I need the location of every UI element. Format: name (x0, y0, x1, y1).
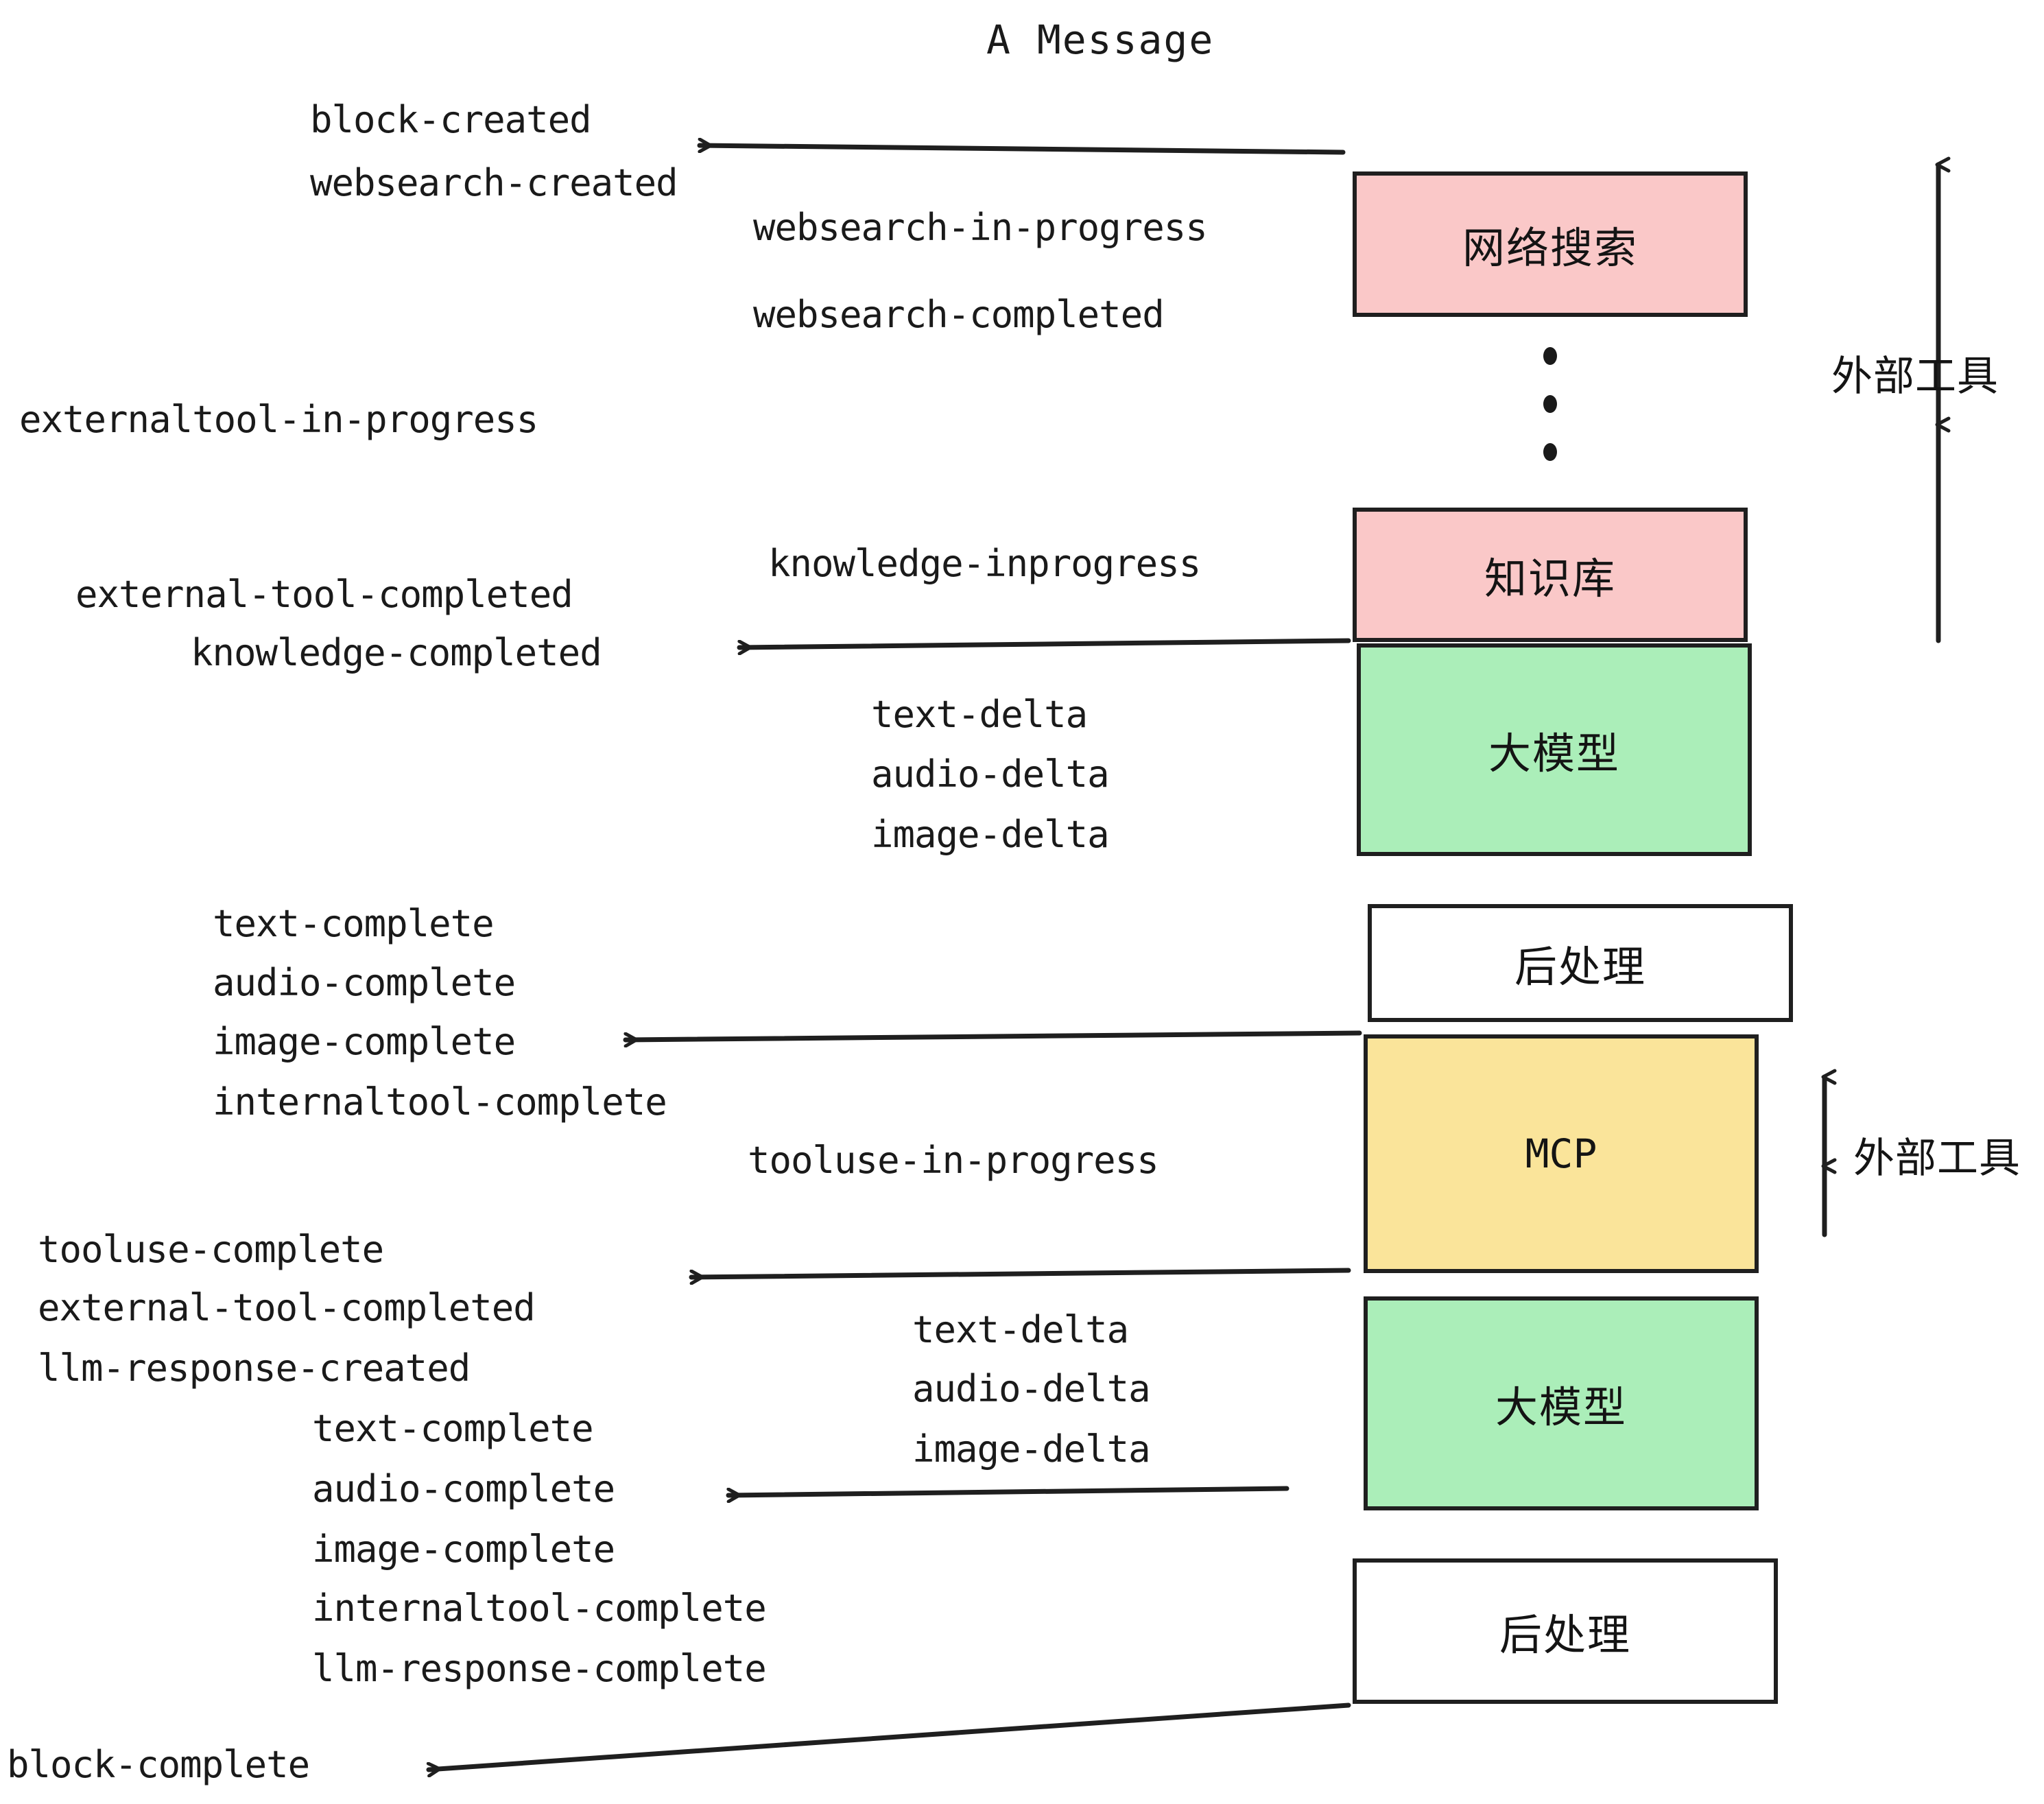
event-block-complete: block-complete (7, 1743, 310, 1786)
arrow-llm2-to-events (726, 1486, 1290, 1495)
event-websearch-in-progress: websearch-in-progress (753, 206, 1208, 249)
side-label-external-tools-bottom-text: 外部工具 (1853, 1135, 2021, 1183)
event-knowledge-completed: knowledge-completed (191, 631, 602, 674)
event-websearch-created: websearch-created (310, 161, 678, 204)
event-image-complete-2: image-complete (312, 1528, 615, 1571)
arrow-mcp-to-events (689, 1268, 1351, 1277)
side-label-external-tools-top: 外部工具 (1831, 343, 1999, 403)
event-externaltool-in-progress: externaltool-in-progress (19, 398, 538, 441)
arrow-postprocess1-to-events (623, 1030, 1362, 1040)
event-llm-response-complete: llm-response-complete (312, 1647, 767, 1690)
event-tooluse-complete: tooluse-complete (38, 1228, 384, 1271)
ellipsis-dot-3 (1543, 443, 1557, 461)
event-knowledge-inprogress: knowledge-inprogress (768, 542, 1201, 585)
event-text-delta-1: text-delta (871, 693, 1088, 736)
event-image-complete-1: image-complete (213, 1020, 516, 1063)
event-image-delta-1: image-delta (871, 813, 1110, 856)
event-internaltool-complete-1: internaltool-complete (213, 1080, 667, 1124)
node-postprocess-2[interactable]: 后处理 (1353, 1558, 1778, 1704)
node-llm-1-label: 大模型 (1488, 728, 1620, 779)
event-external-tool-completed-1: external-tool-completed (75, 573, 573, 616)
arrow-postprocess2-to-block-complete (426, 1702, 1351, 1770)
node-websearch-label: 网络搜索 (1462, 223, 1638, 273)
ellipsis-dot-2 (1543, 395, 1557, 413)
event-audio-complete-1: audio-complete (213, 961, 516, 1004)
event-llm-response-created: llm-response-created (38, 1346, 471, 1390)
event-text-complete-2: text-complete (312, 1407, 594, 1450)
node-websearch[interactable]: 网络搜索 (1353, 171, 1748, 317)
arrow-websearch-to-events (697, 145, 1346, 155)
event-image-delta-2: image-delta (912, 1427, 1151, 1471)
node-llm-2[interactable]: 大模型 (1364, 1296, 1759, 1510)
page-title: A Message (986, 16, 1215, 63)
node-knowledge-label: 知识库 (1484, 554, 1616, 604)
node-knowledge[interactable]: 知识库 (1353, 508, 1748, 642)
node-postprocess-1[interactable]: 后处理 (1368, 904, 1793, 1022)
event-internaltool-complete-2: internaltool-complete (312, 1587, 767, 1630)
event-external-tool-completed-2: external-tool-completed (38, 1286, 536, 1329)
event-block-created: block-created (310, 98, 592, 141)
event-tooluse-in-progress: tooluse-in-progress (748, 1139, 1159, 1182)
node-mcp[interactable]: MCP (1364, 1034, 1759, 1273)
event-text-complete-1: text-complete (213, 902, 495, 945)
event-audio-delta-1: audio-delta (871, 752, 1110, 796)
event-websearch-completed: websearch-completed (753, 293, 1165, 336)
node-mcp-label: MCP (1525, 1130, 1597, 1177)
ellipsis-dot-1 (1543, 347, 1557, 365)
event-audio-delta-2: audio-delta (912, 1367, 1151, 1410)
node-postprocess-2-label: 后处理 (1499, 1610, 1631, 1660)
node-postprocess-1-label: 后处理 (1514, 942, 1646, 992)
node-llm-1[interactable]: 大模型 (1357, 643, 1752, 856)
side-label-external-tools-top-text: 外部工具 (1831, 353, 1999, 401)
event-text-delta-2: text-delta (912, 1308, 1129, 1351)
node-llm-2-label: 大模型 (1495, 1382, 1627, 1432)
side-label-external-tools-bottom: 外部工具 (1853, 1125, 2021, 1185)
event-audio-complete-2: audio-complete (312, 1467, 615, 1510)
arrow-knowledge-to-events (737, 638, 1351, 648)
